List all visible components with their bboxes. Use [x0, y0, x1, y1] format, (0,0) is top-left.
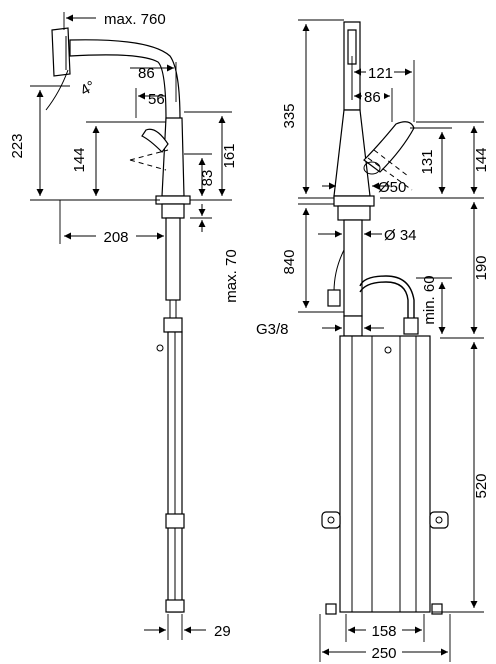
clip-right — [429, 511, 449, 529]
front-view: 335 121 86 131 144 Ø50 Ø 34 840 — [256, 19, 490, 662]
lever-side — [141, 128, 169, 153]
dim-335: 335 — [281, 103, 298, 128]
weight-end-side — [165, 599, 185, 613]
foot-left — [325, 603, 337, 615]
base-plate-front — [333, 195, 375, 207]
mount-nut-front — [337, 205, 371, 221]
dim-min-60: min. 60 — [421, 275, 438, 324]
dim-83: 83 — [199, 170, 216, 187]
dim-250: 250 — [371, 645, 396, 662]
dim-161: 161 — [221, 143, 238, 168]
faucet-body-side — [161, 117, 185, 197]
dim-190: 190 — [473, 255, 490, 280]
dim-144-front: 144 — [473, 147, 490, 172]
hose-curve — [359, 275, 415, 334]
shank-side — [165, 217, 181, 301]
dim-d50: Ø50 — [378, 179, 406, 196]
foot-right — [431, 603, 443, 615]
mount-nut-side — [161, 203, 185, 219]
dim-144-side: 144 — [71, 147, 88, 172]
dim-86-side: 86 — [138, 65, 155, 82]
dim-520: 520 — [473, 473, 490, 498]
dim-86-front: 86 — [364, 89, 381, 106]
dim-158: 158 — [371, 623, 396, 640]
dim-angle-4: 4° — [78, 78, 99, 100]
dim-840: 840 — [281, 249, 298, 274]
faucet-body-front — [333, 109, 371, 197]
dim-208: 208 — [103, 229, 128, 246]
weight-housing — [339, 335, 431, 613]
weight-clip-side — [165, 513, 185, 529]
base-plate-side — [155, 195, 191, 205]
spray-head — [51, 27, 71, 77]
hose-connector-side — [163, 317, 183, 333]
dim-g38: G3/8 — [256, 321, 289, 338]
dim-56: 56 — [148, 91, 165, 108]
dim-max-70: max. 70 — [223, 249, 240, 302]
dim-d34: Ø 34 — [384, 227, 417, 244]
dim-223: 223 — [9, 133, 26, 158]
clip-left — [321, 511, 341, 529]
hose-connector-right — [403, 317, 419, 335]
lever-front — [363, 121, 415, 173]
shank-front — [343, 219, 363, 317]
dim-121: 121 — [368, 65, 393, 82]
g38-connector — [343, 315, 363, 337]
dim-131: 131 — [419, 149, 436, 174]
dim-max-760: max. 760 — [104, 11, 166, 28]
dim-29: 29 — [214, 623, 231, 640]
hose-connector-left — [327, 289, 341, 307]
side-view: max. 760 86 4° 56 223 144 161 83 — [9, 11, 240, 640]
